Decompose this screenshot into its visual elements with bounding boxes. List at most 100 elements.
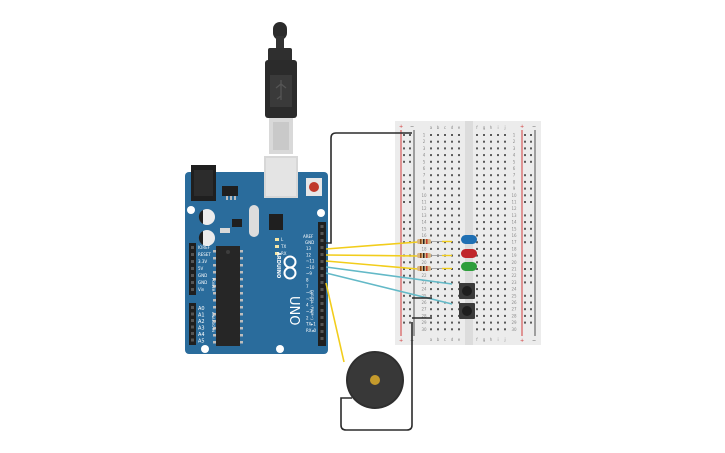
rail-plus-left: +: [399, 124, 403, 130]
atmega-chip: [216, 246, 240, 346]
piezo-buzzer[interactable]: [346, 351, 404, 409]
arduino-logo: [283, 255, 297, 280]
header-hole: [320, 232, 324, 235]
breadboard-center-channel: [465, 121, 473, 345]
digital-pin-label: ~6: [306, 290, 312, 295]
row-number: 10: [421, 193, 427, 198]
crystal: [249, 205, 259, 237]
header-hole: [191, 319, 194, 322]
digital-pin-label: ~5: [306, 296, 312, 301]
digital-pin-label: RX◂0: [306, 328, 317, 333]
header-hole: [320, 267, 324, 270]
chip-pin: [213, 313, 216, 316]
header-hole: [320, 260, 324, 263]
row-number: 16: [511, 233, 517, 238]
analog-pin-label: A2: [198, 319, 205, 325]
power-pin-label: IOREF: [198, 245, 211, 250]
arduino-uno-board[interactable]: L TX RX ARDUINO UNO DIGITAL (PWM~) AREF …: [185, 156, 328, 354]
row-number: 27: [511, 307, 517, 312]
rail-minus-left: −: [410, 124, 414, 130]
header-hole: [320, 309, 324, 312]
header-hole: [191, 253, 194, 256]
chip-pin: [240, 250, 243, 253]
chip-pin: [213, 341, 216, 344]
row-number: 17: [511, 240, 517, 245]
digital-pin-label: 13: [306, 246, 312, 251]
header-hole: [320, 281, 324, 284]
digital-header-label: DIGITAL (PWM~): [310, 290, 314, 320]
wire-yellow-pin11: [325, 254, 419, 257]
row-number: 28: [421, 313, 427, 318]
column-letter: d: [451, 125, 454, 130]
leds[interactable]: [461, 235, 477, 271]
chip-pin: [240, 334, 243, 337]
power-pin-label: GND: [198, 273, 207, 278]
column-letter: i: [497, 125, 498, 130]
row-number: 8: [513, 179, 516, 184]
led-green[interactable]: [461, 262, 477, 271]
chip-pin: [240, 341, 243, 344]
chip-pin: [213, 306, 216, 309]
header-hole: [191, 332, 194, 335]
row-number: 11: [421, 200, 427, 205]
column-letter: e: [458, 337, 461, 342]
row-number: 12: [421, 206, 427, 211]
row-number: 21: [511, 267, 517, 272]
pin-aref-label: AREF: [303, 234, 314, 239]
row-number: 25: [421, 293, 427, 298]
column-letter: i: [497, 337, 498, 342]
column-letter: c: [444, 337, 446, 342]
column-letter: g: [483, 337, 486, 342]
row-number: 8: [423, 179, 426, 184]
digital-pin-label: ~11: [306, 259, 315, 264]
digital-pin-label: 12: [306, 252, 312, 257]
row-number: 24: [421, 287, 427, 292]
push-buttons[interactable]: [459, 283, 475, 319]
row-number: 30: [421, 327, 427, 332]
row-number: 9: [423, 186, 426, 191]
buzzer-center: [370, 375, 380, 385]
header-hole: [320, 302, 324, 305]
analog-header[interactable]: [189, 303, 196, 345]
led-red[interactable]: [461, 249, 477, 258]
analog-pin-label: A1: [198, 313, 205, 319]
column-letter: c: [444, 125, 446, 130]
digital-pin-label: ~9: [306, 271, 312, 276]
push-button-2[interactable]: [459, 303, 475, 319]
row-number: 30: [511, 327, 517, 332]
chip-pin: [240, 285, 243, 288]
resistor-3: [417, 266, 442, 271]
column-letter: d: [451, 337, 454, 342]
power-pin-label: 3.3V: [198, 259, 207, 264]
row-number: 20: [511, 260, 517, 265]
row-number: 6: [513, 166, 516, 171]
header-hole: [191, 246, 194, 249]
analog-pin-label: A0: [198, 306, 205, 312]
row-number: 13: [421, 213, 427, 218]
chip-pin: [213, 292, 216, 295]
led-blue[interactable]: [461, 235, 477, 244]
row-number: 23: [421, 280, 427, 285]
header-hole: [320, 295, 324, 298]
digital-pin-label: ~10: [306, 265, 315, 270]
power-pin-label: Vin: [198, 287, 205, 292]
resistor-1: [417, 239, 442, 244]
row-number: 5: [513, 159, 516, 164]
digital-pin-label: 7: [306, 284, 309, 289]
row-number: 28: [511, 313, 517, 318]
push-button-1[interactable]: [459, 283, 475, 299]
row-number: 1: [423, 133, 426, 138]
analog-header-label: ANALOG IN: [211, 312, 215, 332]
row-number: 12: [511, 206, 517, 211]
model-label: UNO: [286, 296, 301, 325]
header-hole: [191, 260, 194, 263]
column-letter: g: [483, 125, 486, 130]
wire-yellow-pin12: [325, 241, 419, 250]
column-letter: j: [503, 337, 505, 342]
row-number: 14: [421, 220, 427, 225]
header-hole: [191, 274, 194, 277]
rail-minus-right: −: [532, 124, 536, 130]
row-number: 15: [511, 226, 517, 231]
header-hole: [320, 316, 324, 319]
power-pin-label: GND: [198, 280, 207, 285]
